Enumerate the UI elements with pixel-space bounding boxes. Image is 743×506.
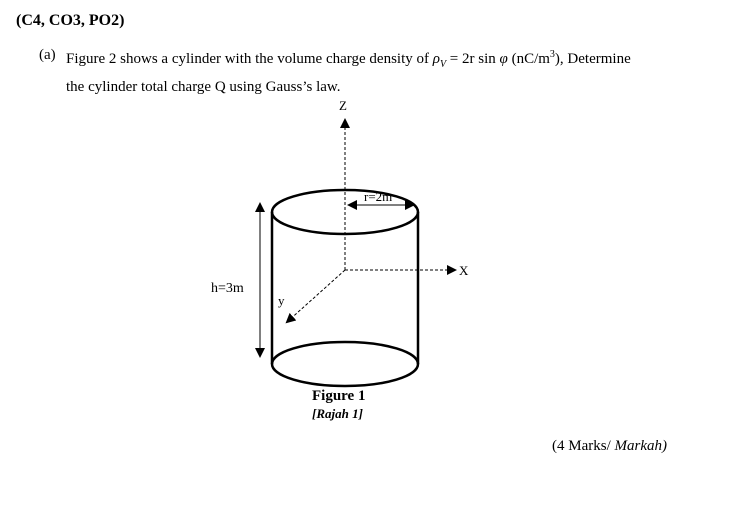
height-label: h=3m [211, 281, 244, 296]
equation-text: = 2r sin φ [449, 51, 508, 67]
x-axis-label: X [459, 263, 469, 278]
question-line-2: the cylinder total charge Q using Gauss’… [66, 79, 341, 95]
rho-symbol: ρV [432, 51, 447, 70]
cylinder-bottom [270, 340, 420, 388]
question-label: (a) [39, 47, 56, 63]
unit-text: (nC/m3), Determine [511, 49, 631, 67]
question-line-1: Figure 2 shows a cylinder with the volum… [66, 44, 716, 76]
figure-caption: Figure 1 [312, 388, 365, 404]
question-heading: (C4, CO3, PO2) [16, 12, 125, 29]
y-axis [285, 269, 346, 324]
radius-label: r=2m [364, 189, 392, 204]
marks-malay: Markah) [614, 438, 668, 454]
figure-caption-malay: [Rajah 1] [312, 406, 363, 421]
marks-english: (4 Marks/ [552, 438, 611, 454]
question-text: Figure 2 shows a cylinder with the volum… [66, 44, 716, 98]
z-axis-label: Z [339, 98, 347, 113]
question-line-1-prefix: Figure 2 shows a cylinder with the volum… [66, 51, 429, 67]
phi-symbol: φ [499, 51, 508, 67]
y-axis-label: y [278, 293, 285, 308]
marks-allocation: (4 Marks/ Markah) [552, 438, 667, 455]
